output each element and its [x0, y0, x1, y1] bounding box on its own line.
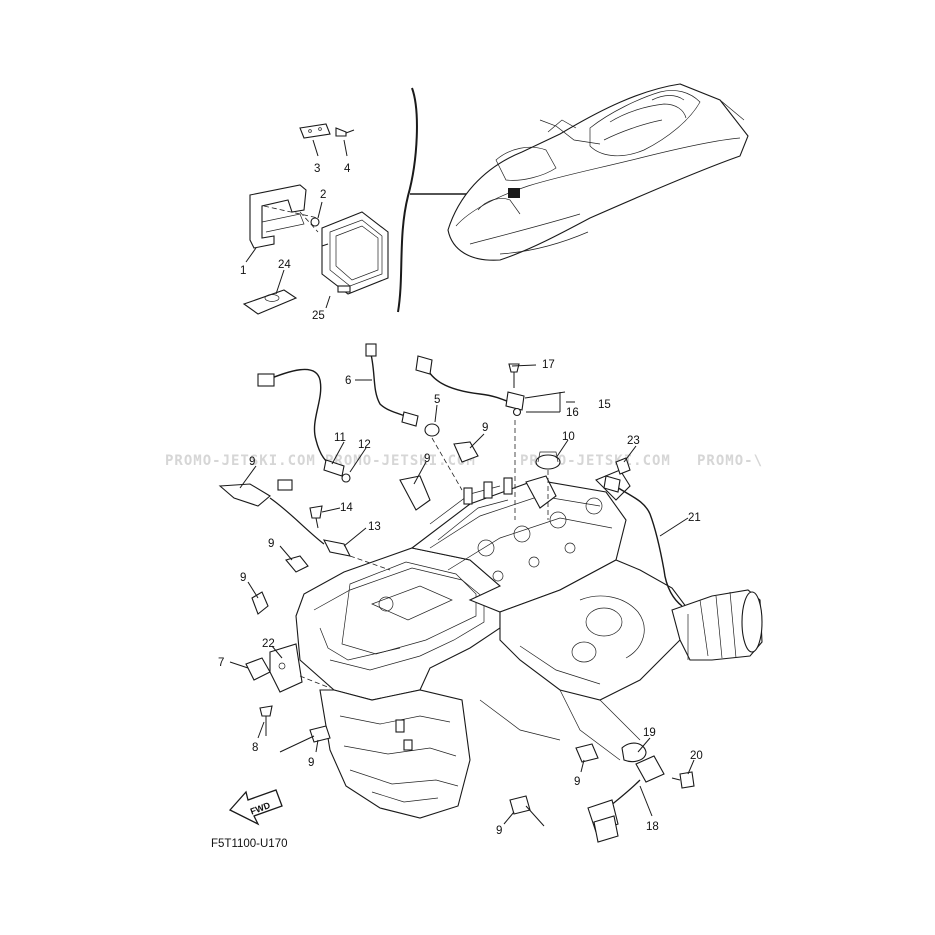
forward-direction-arrow: FWD	[228, 789, 283, 826]
callout-18: 18	[646, 821, 659, 833]
callout-9-bottom-center: 9	[496, 825, 502, 837]
callout-25: 25	[312, 310, 325, 322]
leader-lines	[229, 364, 695, 825]
rivet-part-4	[335, 127, 347, 137]
callout-7: 7	[218, 657, 224, 669]
callout-13: 13	[368, 521, 381, 533]
callout-9-bottom-left: 9	[308, 757, 314, 769]
callout-9-center: 9	[424, 453, 430, 465]
callout-23: 23	[627, 435, 640, 447]
callout-12: 12	[358, 439, 371, 451]
callout-10: 10	[562, 431, 575, 443]
callout-1: 1	[240, 265, 246, 277]
watermark-text-2: PROMO-JETSKI.COM	[325, 453, 476, 469]
bracket-part-1	[249, 184, 307, 249]
callout-8: 8	[252, 742, 258, 754]
callout-24: 24	[278, 259, 291, 271]
callout-11: 11	[334, 432, 346, 444]
callout-15: 15	[598, 399, 611, 411]
callout-22: 22	[262, 638, 275, 650]
ecu-part-25	[321, 211, 389, 295]
callout-9-lower-left: 9	[240, 572, 246, 584]
diagram-code: F5T1100-U170	[211, 838, 288, 850]
callout-6: 6	[345, 375, 351, 387]
ecu-location-marker	[508, 188, 520, 198]
callout-14: 14	[340, 502, 353, 514]
bolt-part-2	[310, 217, 320, 227]
callout-19: 19	[643, 727, 656, 739]
callout-9-left: 9	[249, 456, 255, 468]
plate-part-3	[299, 123, 331, 139]
callout-16: 16	[566, 407, 579, 419]
watercraft-outline	[447, 83, 749, 261]
divider-bracket	[397, 87, 418, 313]
callout-9-mid-left: 9	[268, 538, 274, 550]
engine-assembly	[295, 469, 763, 819]
callout-4: 4	[344, 163, 351, 175]
key-part-24	[242, 289, 298, 315]
callout-21: 21	[688, 512, 701, 524]
ecu-group: 3 4 2 1 24 25	[240, 123, 389, 322]
callout-9-top-middle: 9	[482, 422, 488, 434]
callout-2: 2	[320, 189, 326, 201]
sensor-parts	[218, 343, 695, 843]
callout-9-bottom-right: 9	[574, 776, 580, 788]
callout-3: 3	[314, 163, 320, 175]
callout-20: 20	[690, 750, 703, 762]
callout-numbers: 6 5 17 15 16 11 12 9 9 10 23 9 14 21 13 …	[218, 359, 703, 837]
callout-17: 17	[542, 359, 555, 371]
callout-5: 5	[434, 394, 440, 406]
watermark-text-4: PROMO-\	[697, 453, 763, 469]
watermark-text-1: PROMO-JETSKI.COM	[165, 453, 316, 469]
